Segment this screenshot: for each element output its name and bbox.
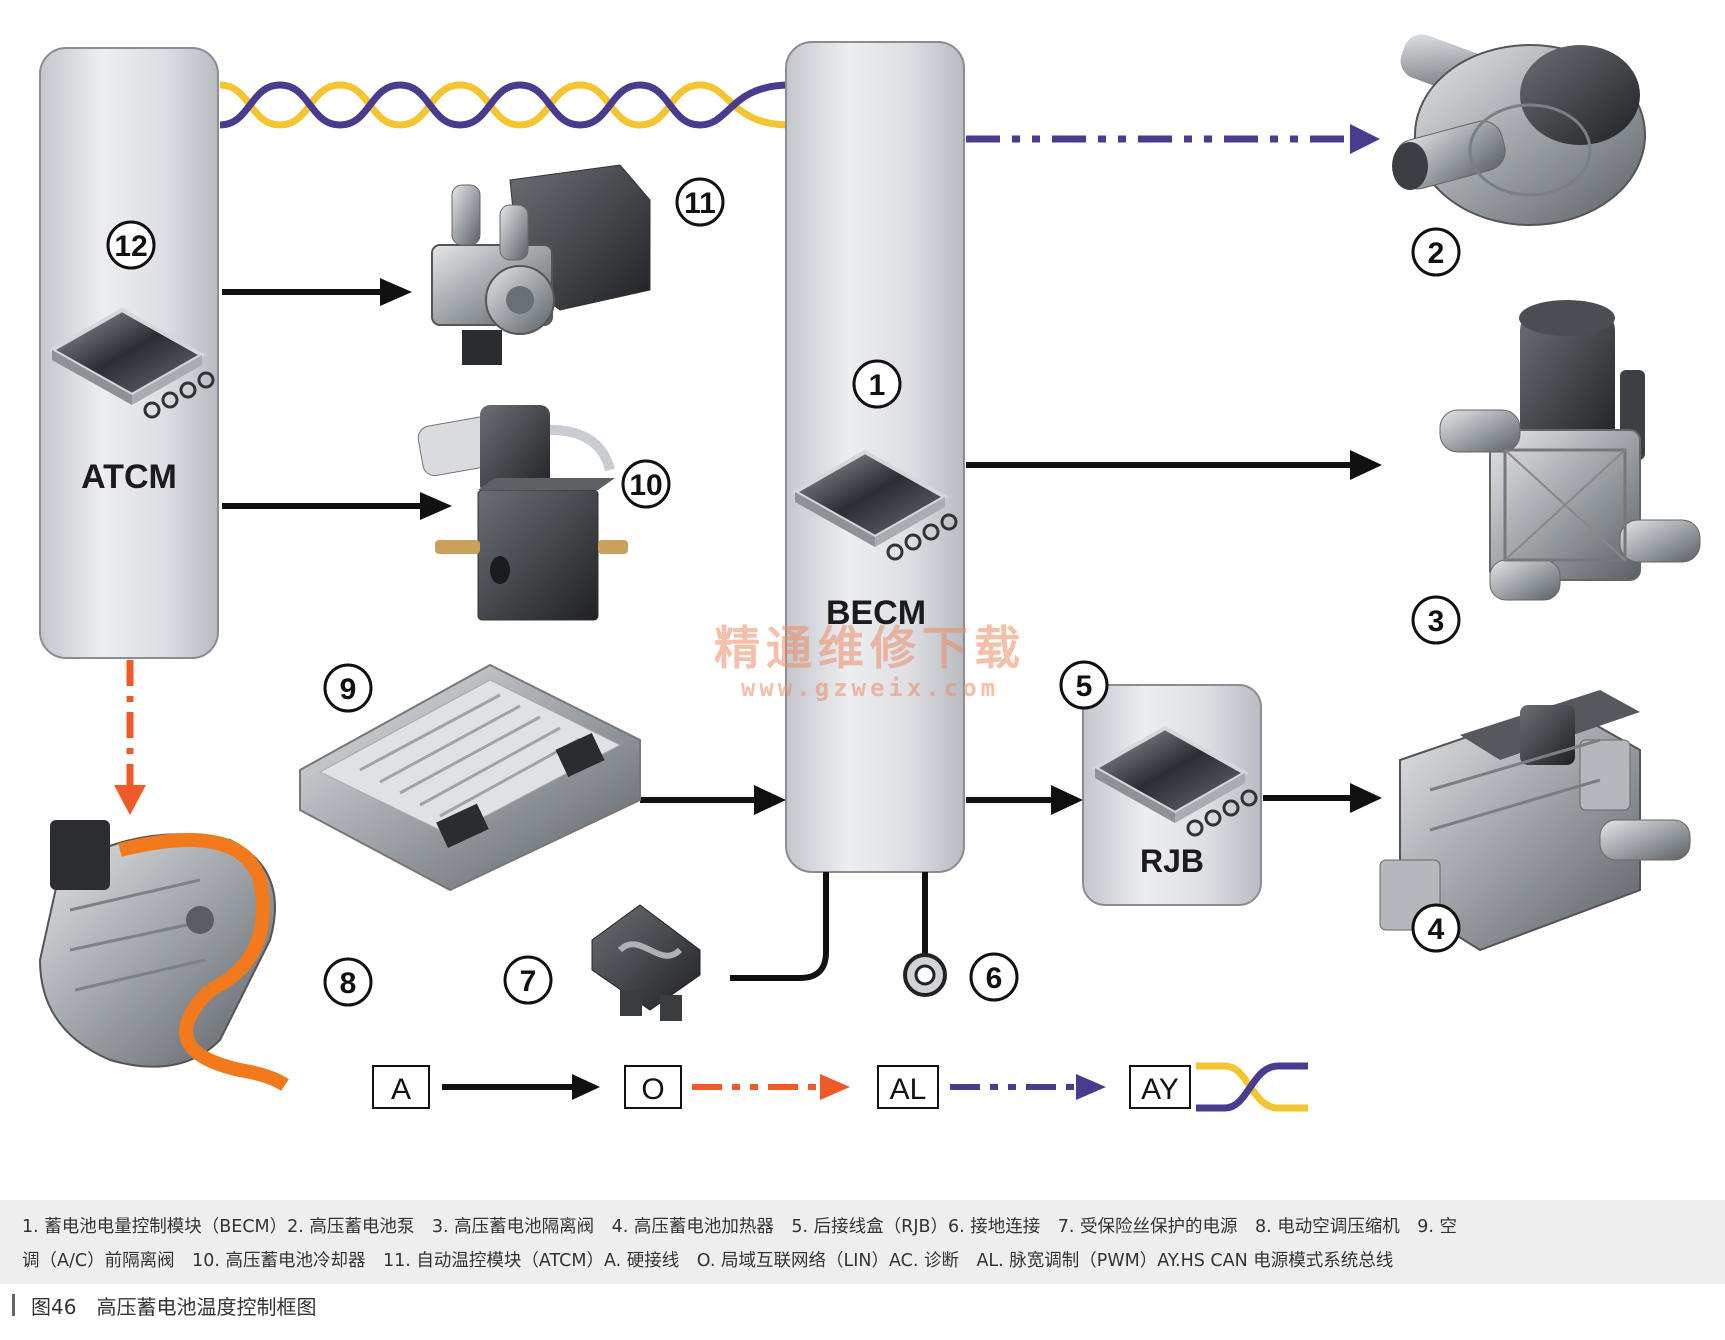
battery-heater-image <box>1379 690 1691 952</box>
svg-text:2: 2 <box>1428 237 1445 270</box>
svg-text:10: 10 <box>629 469 662 502</box>
callout-9: 9 <box>323 663 373 713</box>
battery-pump-image <box>1392 34 1646 226</box>
svg-text:1: 1 <box>869 369 886 402</box>
diagram: ATCM 12 BECM 1 RJB <box>38 34 1701 1112</box>
svg-text:6: 6 <box>986 962 1003 995</box>
svg-text:A: A <box>391 1073 411 1106</box>
legend: A O AL AY <box>372 1062 1308 1112</box>
fuse-supply-wire <box>730 872 829 981</box>
hardwire-arrow-atcm-to-11 <box>222 278 412 306</box>
callout-11: 11 <box>675 177 725 227</box>
svg-text:O: O <box>641 1073 664 1106</box>
callout-7: 7 <box>503 955 553 1005</box>
module-chip-icon <box>790 449 958 561</box>
svg-text:11: 11 <box>684 187 716 220</box>
svg-text:3: 3 <box>1428 605 1445 638</box>
lin-arrow-atcm-to-8 <box>114 660 146 815</box>
isolation-valve-image <box>1439 300 1701 601</box>
callout-3: 3 <box>1411 595 1461 645</box>
module-chip-icon <box>1090 725 1258 837</box>
svg-text:7: 7 <box>520 965 537 998</box>
svg-text:8: 8 <box>340 967 357 1000</box>
callout-10: 10 <box>621 459 671 509</box>
callout-12: 12 <box>106 220 156 270</box>
ac-compressor-image <box>38 820 289 1091</box>
ac-isolation-valve-image <box>299 663 641 892</box>
hardwire-arrow-becm-to-rjb <box>966 785 1083 815</box>
svg-text:AL: AL <box>890 1073 927 1106</box>
svg-text:12: 12 <box>114 230 147 263</box>
callout-4: 4 <box>1411 903 1461 953</box>
caption-legend: 1. 蓄电池电量控制模块（BECM）2. 高压蓄电池泵 3. 高压蓄电池隔离阀 … <box>0 1200 1725 1284</box>
caption-line-1: 1. 蓄电池电量控制模块（BECM）2. 高压蓄电池泵 3. 高压蓄电池隔离阀 … <box>22 1217 1458 1237</box>
callout-5: 5 <box>1059 660 1109 710</box>
hardwire-arrow-rjb-to-4 <box>1263 783 1382 813</box>
callout-8: 8 <box>323 957 373 1007</box>
can-bus-twisted-pair <box>219 81 791 129</box>
hardwire-arrow-9-to-becm <box>640 785 786 815</box>
legend-item-a: A <box>372 1065 600 1109</box>
atcm-label: ATCM <box>81 458 177 496</box>
title-marker <box>12 1294 15 1316</box>
chiller-valve-image <box>417 405 628 621</box>
callout-2: 2 <box>1411 227 1461 277</box>
module-chip-icon <box>47 307 215 419</box>
pwm-arrow-becm-to-2 <box>966 124 1380 154</box>
becm-label: BECM <box>826 594 926 632</box>
svg-text:5: 5 <box>1076 670 1093 703</box>
legend-item-o: O <box>624 1065 850 1109</box>
ground-wire <box>903 872 947 997</box>
legend-item-ay: AY <box>1129 1062 1308 1112</box>
svg-text:9: 9 <box>340 673 357 706</box>
figure-title-text: 图46 高压蓄电池温度控制框图 <box>31 1294 317 1319</box>
hardwire-arrow-atcm-to-10 <box>222 492 452 520</box>
fuse-image <box>591 904 701 1021</box>
hardwire-arrow-becm-to-3 <box>966 450 1382 480</box>
caption-line-2: 调（A/C）前隔离阀 10. 高压蓄电池冷却器 11. 自动温控模块（ATCM）… <box>22 1251 1394 1271</box>
legend-item-al: AL <box>877 1065 1106 1109</box>
rjb-label: RJB <box>1140 843 1204 879</box>
callout-6: 6 <box>969 952 1019 1002</box>
callout-1: 1 <box>852 359 902 409</box>
atcm-actuator-image <box>431 164 651 365</box>
figure-title: 图46 高压蓄电池温度控制框图 <box>12 1290 316 1320</box>
svg-text:4: 4 <box>1428 913 1445 946</box>
svg-text:AY: AY <box>1141 1073 1179 1106</box>
